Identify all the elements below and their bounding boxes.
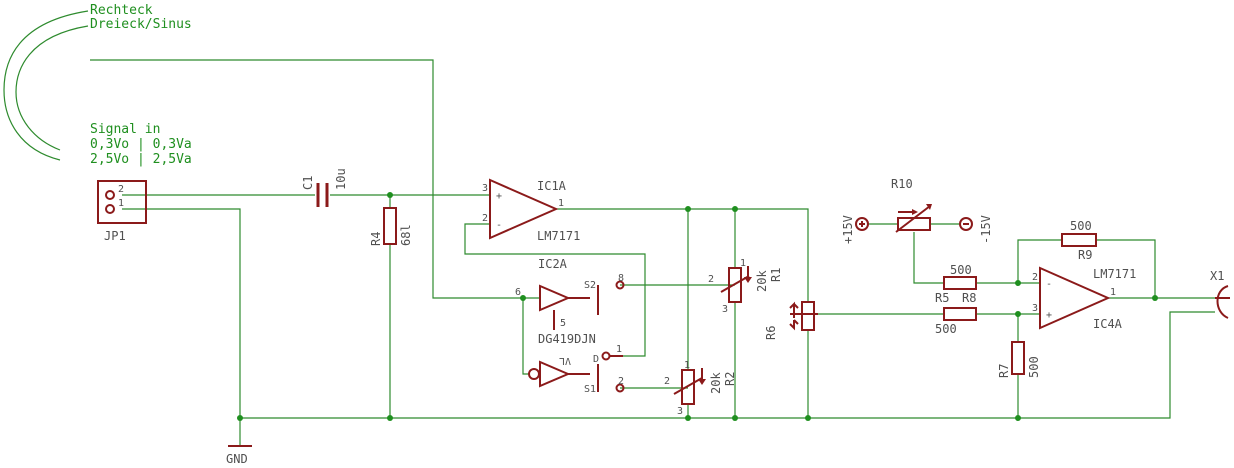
ic4a-pin1: 1 — [1110, 287, 1116, 298]
ic2a-pin5: 5 — [560, 318, 566, 329]
junction — [685, 206, 691, 212]
r4-label: R4 — [369, 232, 383, 246]
ic2a-s2: S2 — [584, 280, 596, 291]
r5-label: R5 — [935, 291, 949, 305]
wires — [90, 59, 1215, 446]
ic2a-s1: S1 — [584, 384, 596, 395]
ic4a-pin2: 2 — [1032, 272, 1038, 283]
junction — [805, 415, 811, 421]
ic2a-d: D — [593, 354, 599, 365]
r10-plus15v: +15V — [841, 215, 855, 244]
r1-pin3: 3 — [722, 304, 728, 315]
r2-value: 20k — [709, 372, 723, 394]
junction — [732, 206, 738, 212]
r2-label: R2 — [723, 372, 737, 386]
r9-value: 500 — [1070, 219, 1092, 233]
note-dreieck-sinus: Dreieck/Sinus — [90, 17, 192, 32]
ic2a-label: IC2A — [538, 257, 568, 271]
junctions — [237, 192, 1158, 421]
junction — [387, 192, 393, 198]
r5-value: 500 — [935, 322, 957, 336]
r10-minus15v: -15V — [979, 215, 993, 244]
ic2a-s1-pin: 2 — [618, 376, 624, 387]
junction — [387, 415, 393, 421]
junction — [1015, 415, 1021, 421]
ic1a-minus: - — [496, 220, 502, 231]
ic4a-plus: + — [1046, 310, 1052, 321]
x1-label: X1 — [1210, 269, 1224, 283]
r2-trimmer: 1 2 3 20k R2 — [664, 360, 737, 417]
r8-label: R8 — [962, 291, 976, 305]
r9-resistor: 500 R9 — [1061, 219, 1097, 262]
r2-pin2: 2 — [664, 376, 670, 387]
ic1a-opamp: + - 3 2 1 IC1A LM7171 — [482, 178, 580, 243]
r7-resistor: R7 500 — [997, 341, 1041, 378]
ic4a-minus: - — [1046, 279, 1052, 290]
jp1-pin1: 1 — [118, 198, 124, 209]
junction — [685, 415, 691, 421]
r1-pin1: 1 — [740, 258, 746, 269]
x1-connector: X1 — [1210, 269, 1230, 319]
c1-label: C1 — [301, 176, 315, 190]
junction — [1015, 311, 1021, 317]
note-rechteck: Rechteck — [90, 3, 153, 18]
r1-pin2: 2 — [708, 274, 714, 285]
ic1a-pin3: 3 — [482, 183, 488, 194]
r1-trimmer: 1 2 3 20k R1 — [708, 258, 783, 315]
r5-resistor: R5 500 — [935, 291, 977, 336]
r4-value: 68l — [399, 224, 413, 246]
ic2a-analog-switch: IC2A 6 S2 8 5 VL DG419DJN D 1 S1 2 — [515, 257, 625, 395]
c1-value: 10u — [334, 168, 348, 190]
note-signal-in: Signal in — [90, 122, 160, 137]
r2-pin1: 1 — [684, 360, 690, 371]
junction — [1015, 280, 1021, 286]
ic4a-label: IC4A — [1093, 317, 1123, 331]
r4-resistor: R4 68l — [369, 207, 413, 246]
note-signal-row1: 0,3Vo | 0,3Va — [90, 137, 192, 152]
jp1-connector: 2 1 JP1 — [97, 180, 147, 243]
gnd-symbol: GND — [226, 445, 252, 466]
ic4a-value: LM7171 — [1093, 267, 1136, 281]
ic2a-s2-pin: 8 — [618, 273, 624, 284]
r6-label: R6 — [764, 326, 778, 340]
ic2a-pin-in: 6 — [515, 287, 521, 298]
r8-resistor: 500 R8 — [943, 263, 977, 305]
ic4a-opamp: - + 2 3 1 LM7171 IC4A — [1032, 266, 1136, 331]
r7-value: 500 — [1027, 356, 1041, 378]
ic1a-label: IC1A — [537, 179, 567, 193]
junction — [237, 415, 243, 421]
junction — [1152, 295, 1158, 301]
r7-label: R7 — [997, 364, 1011, 378]
r1-value: 20k — [755, 270, 769, 292]
ic2a-vl: VL — [559, 355, 571, 366]
gnd-label: GND — [226, 452, 248, 466]
junction — [732, 415, 738, 421]
junction — [520, 295, 526, 301]
r8-value: 500 — [950, 263, 972, 277]
note-signal-row2: 2,5Vo | 2,5Va — [90, 152, 192, 167]
ic4a-pin3: 3 — [1032, 303, 1038, 314]
ic1a-value: LM7171 — [537, 229, 580, 243]
r9-label: R9 — [1078, 248, 1092, 262]
ic1a-pin1: 1 — [558, 198, 564, 209]
r10-label: R10 — [891, 177, 913, 191]
jp1-pin2: 2 — [118, 184, 124, 195]
c1-capacitor: C1 10u — [301, 168, 348, 207]
note-arcs — [3, 10, 89, 161]
r2-pin3: 3 — [677, 406, 683, 417]
r6-potentiometer: R6 — [764, 301, 818, 340]
r10-trimmer: R10 +15V -15V — [841, 177, 993, 244]
jp1-label: JP1 — [104, 229, 126, 243]
r1-label: R1 — [769, 268, 783, 282]
ic2a-d-pin: 1 — [616, 344, 622, 355]
ic1a-plus: + — [496, 191, 502, 202]
ic2a-value: DG419DJN — [538, 332, 596, 346]
ic1a-pin2: 2 — [482, 213, 488, 224]
